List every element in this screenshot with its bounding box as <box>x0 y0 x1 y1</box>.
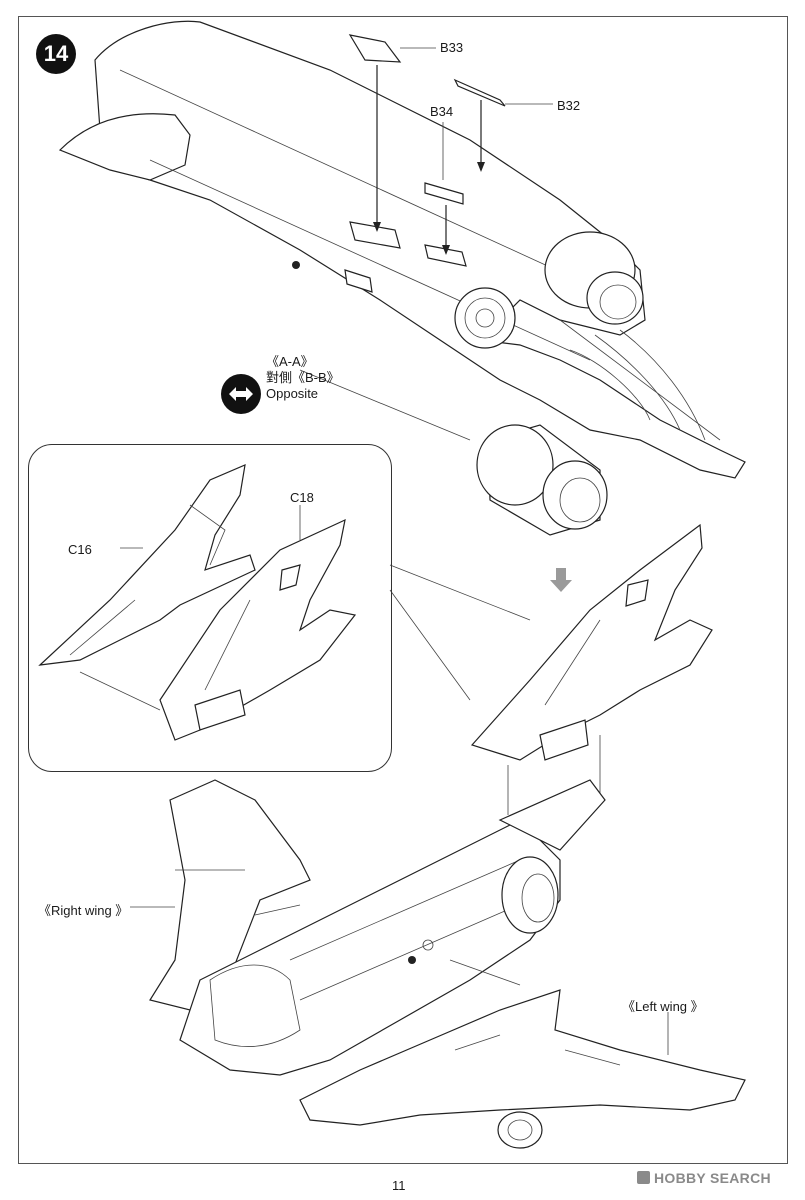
opposite-note: 《A-A》 對側《B-B》 Opposite <box>266 354 340 402</box>
part-label-b32: B32 <box>557 98 581 113</box>
part-label-c18: C18 <box>290 490 314 505</box>
inset-detail-panel <box>28 444 392 772</box>
brand-watermark: HOBBY SEARCH <box>637 1170 771 1186</box>
brand-logo-icon <box>637 1171 650 1184</box>
lower-aircraft-drawing <box>130 779 746 1149</box>
page-number: 11 <box>392 1178 406 1193</box>
inset-parts-drawing <box>38 464 531 741</box>
right-wing-label: 《Right wing 》 <box>38 903 129 918</box>
step-number-badge: 14 <box>36 34 76 74</box>
part-label-c16: C16 <box>68 542 92 557</box>
left-wing-label: 《Left wing 》 <box>622 999 704 1014</box>
brand-text: HOBBY SEARCH <box>654 1170 771 1186</box>
opposite-note-line2: 對側《B-B》 <box>266 370 340 385</box>
part-label-b34: B34 <box>430 104 454 119</box>
step-number: 14 <box>43 41 69 66</box>
c18-assembly-drawing <box>470 523 713 815</box>
opposite-arrow-icon <box>221 374 261 414</box>
part-label-b33: B33 <box>440 40 464 55</box>
opposite-note-line3: Opposite <box>266 386 319 401</box>
fuselage-underside-drawing <box>58 20 746 479</box>
exhaust-nozzle-drawing <box>299 369 608 536</box>
opposite-note-line1: 《A-A》 <box>266 354 314 369</box>
page-frame <box>18 16 788 1164</box>
